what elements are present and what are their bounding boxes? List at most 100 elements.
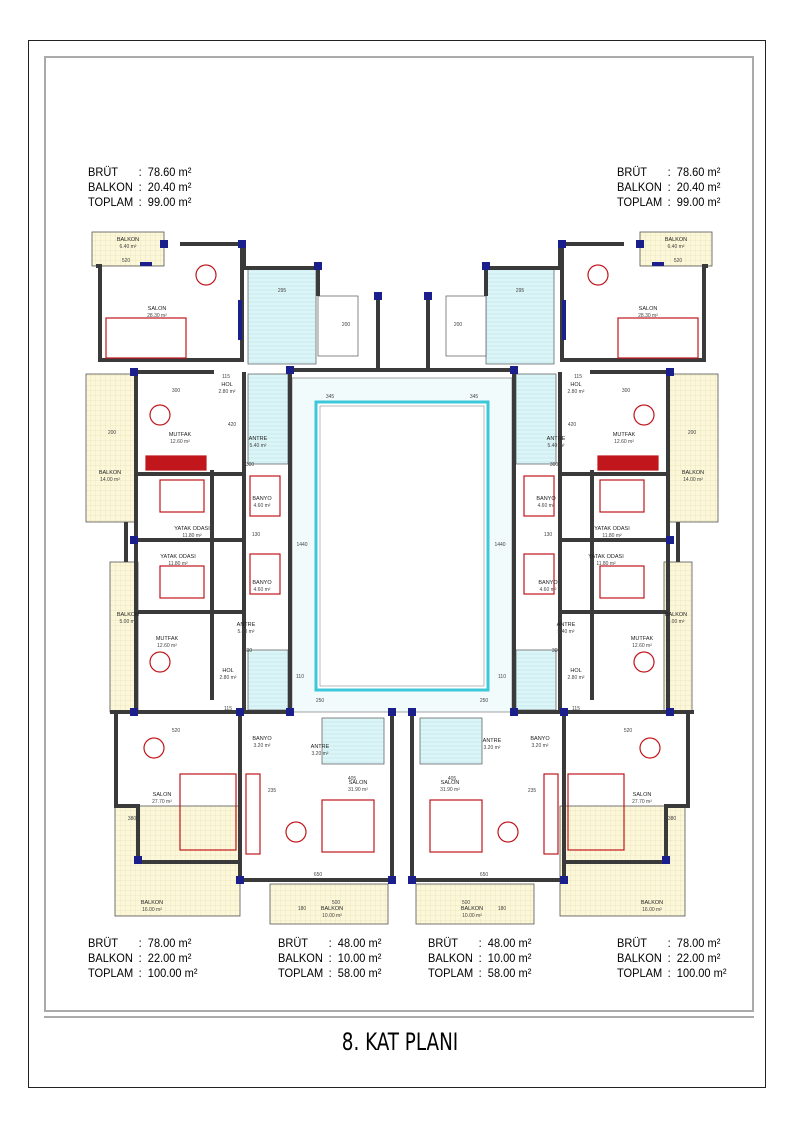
label-antre-tr: ANTRE <box>547 436 566 442</box>
balcony-left-lower <box>109 561 139 713</box>
label-balkon-mr: BALKON <box>665 612 687 618</box>
svg-text:3.20 m²: 3.20 m² <box>312 751 329 757</box>
label-antre-tl: ANTRE <box>249 436 268 442</box>
svg-text:520: 520 <box>122 258 131 264</box>
svg-text:115: 115 <box>574 374 582 380</box>
svg-text:295: 295 <box>516 288 525 294</box>
label-balkon-bml: BALKON <box>321 906 343 912</box>
svg-text:5.40 m²: 5.40 m² <box>548 443 565 449</box>
svg-text:12.60 m²: 12.60 m² <box>614 439 634 445</box>
svg-text:5.40 m²: 5.40 m² <box>558 629 575 635</box>
area-summary-top-left: BRÜT:78.60 m² BALKON:20.40 m² TOPLAM:99.… <box>88 165 192 209</box>
balcony-top-left-small <box>91 231 165 267</box>
svg-text:4.60 m²: 4.60 m² <box>538 503 555 509</box>
svg-text:520: 520 <box>674 258 683 264</box>
svg-text:345: 345 <box>326 394 335 400</box>
svg-text:420: 420 <box>568 422 577 428</box>
svg-text:200: 200 <box>454 322 463 328</box>
svg-text:250: 250 <box>480 698 489 704</box>
label-balkon-r: BALKON <box>682 470 704 476</box>
label-antre-ml: ANTRE <box>237 622 256 628</box>
label-balkon-br: BALKON <box>641 900 663 906</box>
svg-text:2.80 m²: 2.80 m² <box>220 675 237 681</box>
svg-text:16.00 m²: 16.00 m² <box>642 907 662 913</box>
svg-text:28.30 m²: 28.30 m² <box>147 313 167 319</box>
area-summary-bottom-right: BRÜT:78.00 m² BALKON:22.00 m² TOPLAM:100… <box>617 936 727 980</box>
area-summary-bottom-mid-left: BRÜT:48.00 m² BALKON:10.00 m² TOPLAM:58.… <box>278 936 382 980</box>
area-summary-bottom-mid-right: BRÜT:48.00 m² BALKON:10.00 m² TOPLAM:58.… <box>428 936 532 980</box>
label-banyo-mr: BANYO <box>538 580 558 586</box>
page-title: 8. KAT PLANI <box>341 1028 459 1056</box>
svg-text:27.70 m²: 27.70 m² <box>152 799 172 805</box>
svg-text:300: 300 <box>550 462 559 468</box>
svg-text:520: 520 <box>172 728 181 734</box>
columns <box>130 240 674 884</box>
label-mutfak-tl: MUTFAK <box>169 432 192 438</box>
svg-text:300: 300 <box>172 388 181 394</box>
svg-text:10.00 m²: 10.00 m² <box>462 913 482 919</box>
label-salon-tl: SALON <box>148 306 167 312</box>
balcony-bottom-mid-right <box>415 883 535 925</box>
svg-text:115: 115 <box>224 706 232 712</box>
label-balkon-tr: BALKON <box>665 237 687 243</box>
furniture <box>105 264 699 855</box>
svg-text:200: 200 <box>342 322 351 328</box>
svg-text:235: 235 <box>528 788 537 794</box>
label-hol-ml: HOL <box>222 668 233 674</box>
label-banyo-br: BANYO <box>530 736 550 742</box>
svg-text:4.60 m²: 4.60 m² <box>254 587 271 593</box>
svg-text:31.90 m²: 31.90 m² <box>348 787 368 793</box>
area-summary-bottom-left: BRÜT:78.00 m² BALKON:22.00 m² TOPLAM:100… <box>88 936 198 980</box>
svg-text:5.00 m²: 5.00 m² <box>120 619 137 625</box>
svg-text:115: 115 <box>222 374 230 380</box>
label-banyo-ml: BANYO <box>252 580 272 586</box>
svg-text:500: 500 <box>332 900 341 906</box>
svg-text:4.60 m²: 4.60 m² <box>540 587 557 593</box>
label-salon-tr: SALON <box>639 306 658 312</box>
svg-text:110: 110 <box>296 674 304 680</box>
label-hol-mr: HOL <box>570 668 581 674</box>
svg-text:5.40 m²: 5.40 m² <box>238 629 255 635</box>
svg-text:3.20 m²: 3.20 m² <box>254 743 271 749</box>
label-salon-bl: SALON <box>153 792 172 798</box>
svg-text:12.60 m²: 12.60 m² <box>632 643 652 649</box>
svg-text:4.60 m²: 4.60 m² <box>254 503 271 509</box>
svg-text:11.80 m²: 11.80 m² <box>168 561 188 567</box>
balcony-bottom-mid-left <box>269 883 389 925</box>
svg-text:110: 110 <box>498 674 506 680</box>
title-divider <box>44 1016 754 1018</box>
svg-text:420: 420 <box>228 422 237 428</box>
svg-text:11.80 m²: 11.80 m² <box>182 533 202 539</box>
svg-text:130: 130 <box>544 532 553 538</box>
svg-text:380: 380 <box>668 816 677 822</box>
svg-text:200: 200 <box>688 430 697 436</box>
inner-frame <box>44 56 754 1012</box>
label-banyo-bl: BANYO <box>252 736 272 742</box>
svg-text:2.80 m²: 2.80 m² <box>219 389 236 395</box>
svg-text:180: 180 <box>498 906 507 912</box>
label-balkon-ml: BALKON <box>117 612 139 618</box>
label-salon-bmr: SALON <box>441 780 460 786</box>
svg-text:300: 300 <box>552 648 561 654</box>
svg-text:2.80 m²: 2.80 m² <box>568 389 585 395</box>
svg-text:300: 300 <box>246 462 255 468</box>
svg-text:300: 300 <box>244 648 253 654</box>
svg-text:380: 380 <box>128 816 137 822</box>
label-balkon-tl: BALKON <box>117 237 139 243</box>
svg-text:6.40 m²: 6.40 m² <box>120 244 137 250</box>
svg-text:115: 115 <box>572 706 580 712</box>
svg-text:300: 300 <box>622 388 631 394</box>
svg-text:500: 500 <box>462 900 471 906</box>
balcony-right-upper <box>667 373 719 523</box>
svg-text:2.80 m²: 2.80 m² <box>568 675 585 681</box>
label-yatak-ml: YATAK ODASI <box>160 554 196 560</box>
label-balkon-l: BALKON <box>99 470 121 476</box>
label-antre-br: ANTRE <box>483 738 502 744</box>
svg-text:1440: 1440 <box>494 542 505 548</box>
svg-text:3.20 m²: 3.20 m² <box>484 745 501 751</box>
label-balkon-bmr: BALKON <box>461 906 483 912</box>
svg-text:405: 405 <box>448 776 457 782</box>
label-yatak-mr: YATAK ODASI <box>588 554 624 560</box>
svg-text:14.00 m²: 14.00 m² <box>683 477 703 483</box>
